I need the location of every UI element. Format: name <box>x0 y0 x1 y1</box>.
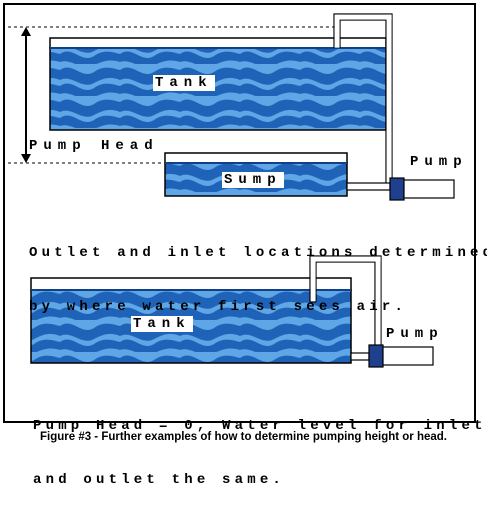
tank-label-2: Tank <box>131 316 193 332</box>
figure-caption: Figure #3 - Further examples of how to d… <box>39 431 447 443</box>
description-2: Pump Head = 0, Water level for inlet and… <box>33 381 487 525</box>
tank-label-1: Tank <box>153 75 215 91</box>
suction-pipe-2 <box>350 352 370 361</box>
figure: Tank Sump Pump Head Pump Outlet and inle… <box>3 3 487 488</box>
pump-head-arrow <box>21 27 31 163</box>
tank-upper <box>49 37 387 131</box>
pump-2 <box>368 344 434 368</box>
pump-head-label: Pump Head <box>29 138 159 154</box>
description-1-line-2: by where water first sees air. <box>29 299 408 315</box>
pump-label-1: Pump <box>410 154 468 170</box>
return-pipe-2 <box>309 255 382 345</box>
description-1-line-1: Outlet and inlet locations determined <box>29 245 487 261</box>
pump-1 <box>389 177 455 201</box>
description-1: Outlet and inlet locations determined by… <box>29 208 487 352</box>
description-2-line-2: and outlet the same. <box>33 472 286 488</box>
sump-label: Sump <box>222 172 284 188</box>
description-2-line-1: Pump Head = 0, Water level for inlet <box>33 418 487 434</box>
pump-label-2: Pump <box>386 326 444 342</box>
suction-pipe-1 <box>346 182 391 191</box>
